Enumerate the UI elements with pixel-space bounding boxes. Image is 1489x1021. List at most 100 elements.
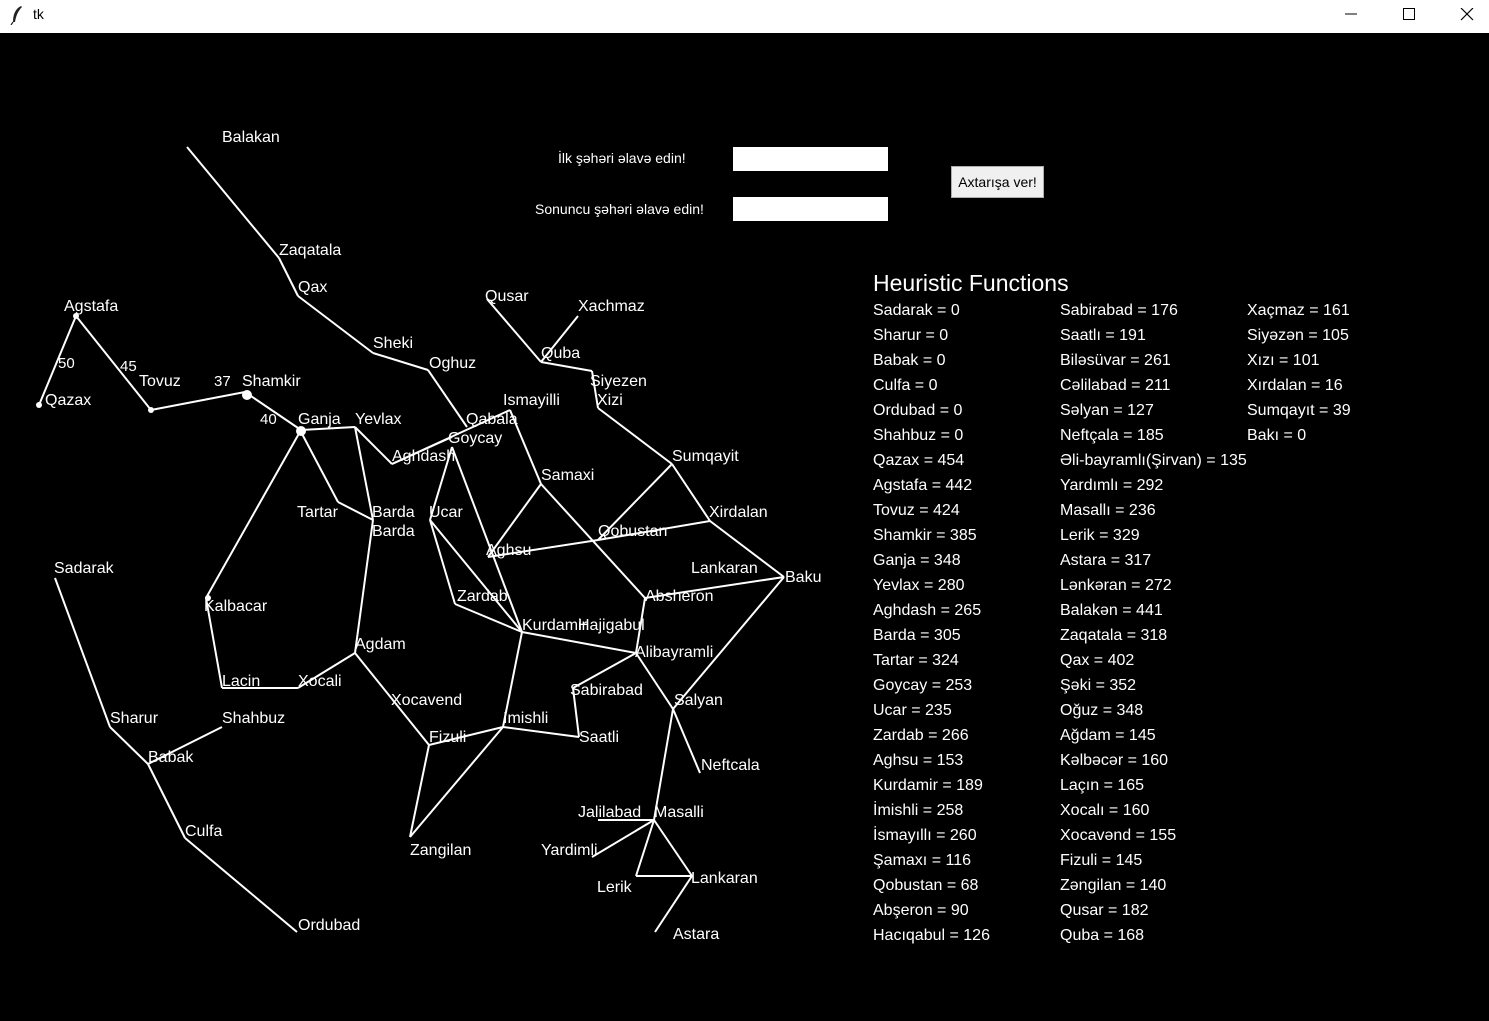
road-edges [38,146,785,933]
last-city-input[interactable] [733,197,888,221]
heuristics-column-1: Sadarak = 0 Sharur = 0 Babak = 0 Culfa =… [873,298,990,948]
city-label: Saatli [579,729,619,746]
heuristic-item: Səlyan = 127 [1060,402,1154,419]
heuristic-item: Shamkir = 385 [873,527,977,544]
city-label: Zaqatala [279,242,341,259]
heuristic-item: Agstafa = 442 [873,477,973,494]
city-label: Kalbacar [204,598,268,615]
city-label: Shahbuz [222,710,285,727]
heuristic-item: Oğuz = 348 [1060,702,1144,719]
city-label: Qax [298,279,327,296]
heuristic-item: Qax = 402 [1060,652,1135,669]
heuristic-item: Zəngilan = 140 [1060,877,1167,894]
heuristic-item: Fizuli = 145 [1060,852,1143,869]
heuristic-item: Aghsu = 153 [873,752,964,769]
heuristic-item: Şəki = 352 [1060,677,1137,694]
city-label: Alibayramli [635,644,713,661]
city-label: Hajigabul [578,617,645,634]
heuristic-item: Qusar = 182 [1060,902,1149,919]
city-label: Sheki [373,335,413,352]
maximize-button[interactable] [1380,0,1438,29]
city-label: Tovuz [139,373,181,390]
heuristic-item: Qobustan = 68 [873,877,979,894]
heuristic-item: İsmayıllı = 260 [873,827,977,844]
heuristic-item: Sumqayıt = 39 [1247,402,1351,419]
edge-weight: 40 [260,411,277,428]
heuristic-item: Saatlı = 191 [1060,327,1146,344]
maximize-icon [1403,8,1415,20]
city-label: Oghuz [429,355,476,372]
heuristic-item: Ağdam = 145 [1060,727,1156,744]
city-label: Ganja [298,411,341,428]
city-label: Culfa [185,823,222,840]
city-nodes [36,313,306,601]
heuristic-item: Babak = 0 [873,352,946,369]
city-label: Absheron [645,588,714,605]
city-label: Salyan [674,692,723,709]
city-label: Masalli [654,804,704,821]
city-label: Kurdamir [522,617,588,634]
heuristic-item: İmishli = 258 [873,802,964,819]
heuristic-item: Tovuz = 424 [873,502,960,519]
city-label: Goycay [448,430,502,447]
city-label: Qabala [466,411,518,428]
heuristic-item: Neftçala = 185 [1060,427,1164,444]
heuristic-item: Ucar = 235 [873,702,952,719]
city-label: Ismayilli [503,392,560,409]
heuristic-item: Xaçmaz = 161 [1247,302,1350,319]
close-button[interactable] [1438,0,1489,29]
city-label: Ordubad [298,917,360,934]
city-label: Balakan [222,129,280,146]
heuristic-item: Xocavənd = 155 [1060,827,1177,844]
city-label: Qazax [45,392,91,409]
city-label: Samaxi [541,467,594,484]
heuristic-item: Kəlbəcər = 160 [1060,752,1169,769]
heuristic-item: Sharur = 0 [873,327,949,344]
heuristic-item: Xırdalan = 16 [1247,377,1343,394]
minimize-button[interactable] [1322,0,1380,29]
heuristic-item: Sabirabad = 176 [1060,302,1178,319]
heuristic-item: Shahbuz = 0 [873,427,964,444]
heuristic-item: Culfa = 0 [873,377,938,394]
minimize-icon [1345,13,1357,15]
city-label: Shamkir [242,373,301,390]
first-city-input[interactable] [733,147,888,171]
city-label: Ucar [429,504,463,521]
heuristic-item: Xızı = 101 [1247,352,1320,369]
heuristic-item: Laçın = 165 [1060,777,1145,794]
city-label: Sharur [110,710,159,727]
city-label: Qusar [485,288,529,305]
heuristic-item: Balakən = 441 [1060,602,1163,619]
city-label: Siyezen [590,373,647,390]
heuristic-item: Yevlax = 280 [873,577,965,594]
heuristic-item: Kurdamir = 189 [873,777,983,794]
city-label: Yardimli [541,842,598,859]
city-label: Xachmaz [578,298,645,315]
city-label: Zardab [457,588,508,605]
city-label: Barda [372,523,415,540]
last-city-label: Sonuncu şəhəri əlavə edin! [535,201,704,217]
heuristic-item: Əli-bayramlı(Şirvan) = 135 [1060,452,1247,469]
heuristics-column-2: Sabirabad = 176 Saatlı = 191 Biləsüvar =… [1060,298,1247,948]
search-button[interactable]: Axtarışa ver! [951,166,1044,198]
heuristic-item: Abşeron = 90 [873,902,969,919]
city-label: Xirdalan [709,504,768,521]
heuristic-item: Ganja = 348 [873,552,961,569]
city-label: Qobustan [598,523,667,540]
heuristic-item: Zaqatala = 318 [1060,627,1168,644]
window-title: tk [33,6,44,22]
edge-weight: 37 [214,373,231,390]
title-bar: tk [0,0,1489,33]
heuristic-item: Zardab = 266 [873,727,969,744]
city-label: Sumqayit [672,448,739,465]
feather-icon [9,5,25,26]
city-label: Sabirabad [570,682,643,699]
city-label: Tartar [297,504,339,521]
heuristic-item: Bakı = 0 [1247,427,1307,444]
city-label: Aghdash [392,448,455,465]
city-label: Lacin [222,673,260,690]
city-label: Jalilabad [578,804,641,821]
city-label: Xizi [597,392,623,409]
heuristic-item: Ordubad = 0 [873,402,963,419]
